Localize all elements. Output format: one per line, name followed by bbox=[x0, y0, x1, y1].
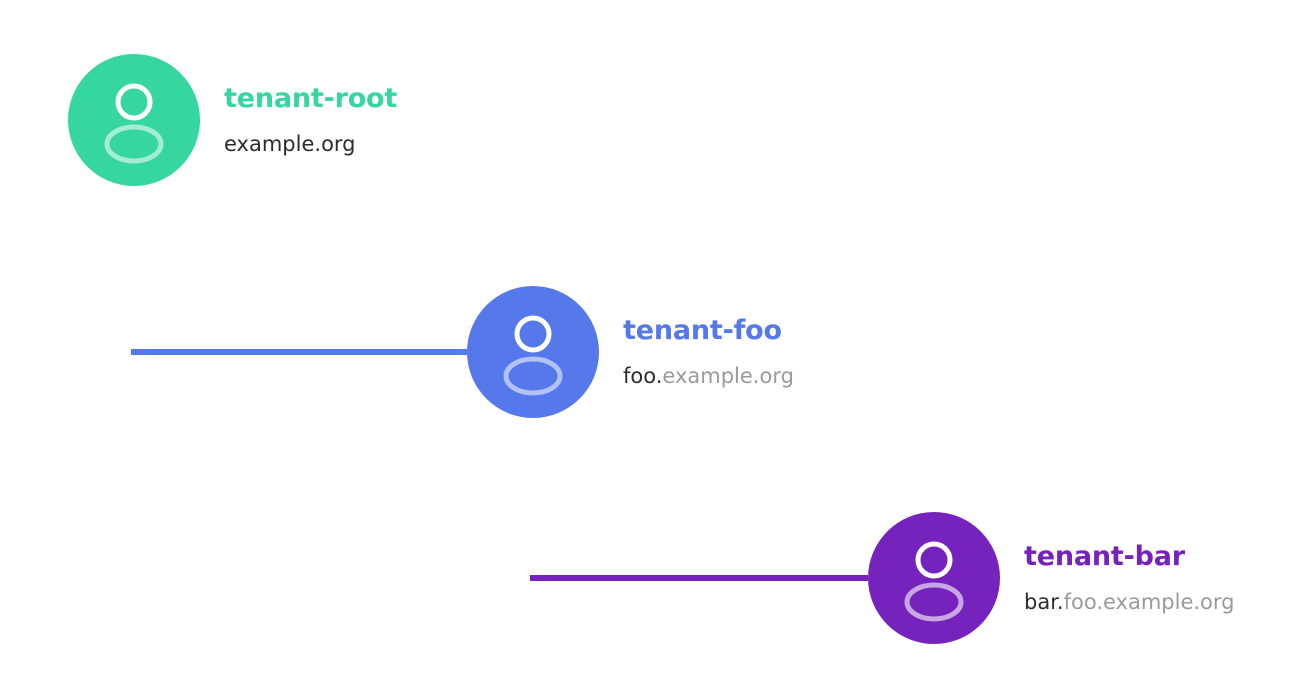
tenant-domain-parent: foo.example.org bbox=[1063, 589, 1235, 614]
tenant-text-block: tenant-bar bar.foo.example.org bbox=[1024, 542, 1235, 614]
tenant-text-block: tenant-root example.org bbox=[224, 84, 397, 156]
person-icon bbox=[503, 315, 563, 396]
tenant-avatar[interactable] bbox=[868, 512, 1000, 644]
person-body-icon bbox=[503, 356, 563, 396]
tenant-domain-parent: example.org bbox=[662, 363, 794, 388]
tenant-domain: example.org bbox=[224, 132, 397, 156]
edge-foo-bar bbox=[530, 418, 868, 581]
tenant-avatar[interactable] bbox=[68, 54, 200, 186]
person-icon bbox=[104, 83, 164, 164]
tenant-domain: foo.example.org bbox=[623, 364, 794, 388]
person-body-icon bbox=[904, 582, 964, 622]
tenant-domain-local: foo. bbox=[623, 363, 663, 388]
tenant-domain-local: bar. bbox=[1024, 589, 1064, 614]
tenant-node-tenant-foo[interactable]: tenant-foo foo.example.org bbox=[467, 286, 794, 418]
person-head-icon bbox=[115, 83, 153, 121]
tenant-node-tenant-root[interactable]: tenant-root example.org bbox=[68, 54, 397, 186]
person-head-icon bbox=[514, 315, 552, 353]
person-head-icon bbox=[915, 541, 953, 579]
tenant-node-tenant-bar[interactable]: tenant-bar bar.foo.example.org bbox=[868, 512, 1235, 644]
edge-root-foo bbox=[131, 190, 467, 355]
tenant-text-block: tenant-foo foo.example.org bbox=[623, 316, 794, 388]
tenant-title: tenant-foo bbox=[623, 315, 782, 347]
person-body-icon bbox=[104, 124, 164, 164]
tenant-title: tenant-bar bbox=[1024, 541, 1185, 573]
person-icon bbox=[904, 541, 964, 622]
tenant-domain: bar.foo.example.org bbox=[1024, 590, 1235, 614]
tenant-title: tenant-root bbox=[224, 83, 398, 115]
tenant-domain-local: example.org bbox=[224, 131, 356, 156]
tenant-avatar[interactable] bbox=[467, 286, 599, 418]
